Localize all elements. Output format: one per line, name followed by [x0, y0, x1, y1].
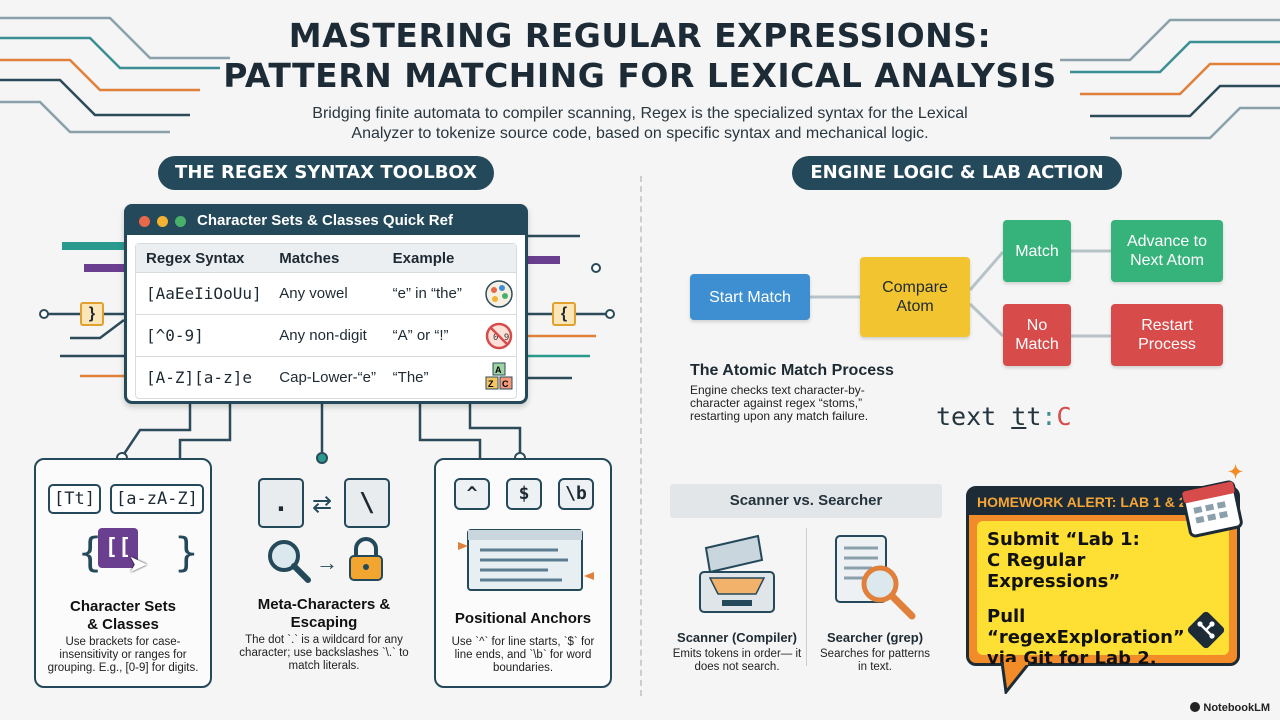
- card-description: Use `^` for line starts, `$` for line en…: [451, 636, 595, 674]
- matches-cell: Any vowel: [279, 285, 348, 302]
- brand-logo-icon: [1190, 702, 1201, 712]
- padlock-icon: [349, 537, 383, 581]
- brace-right-token: {: [552, 302, 576, 326]
- card-title: Positional Anchors: [454, 610, 592, 627]
- flow-nomatch-node: No Match: [1003, 304, 1071, 366]
- example-cell: “A” or “!”: [392, 327, 449, 344]
- matches-cell: Cap-Lower-“e”: [279, 369, 376, 386]
- card-description: Use brackets for case-insensitivity or r…: [47, 636, 199, 674]
- card-character-sets: [Tt] [a-zA-Z] { } [[ ➤ Character Sets & …: [34, 458, 212, 688]
- column-header: Matches: [279, 249, 340, 267]
- quickref-titlebar: Character Sets & Classes Quick Ref: [127, 207, 525, 235]
- searcher-title: Searcher (grep): [826, 630, 924, 645]
- dollar-anchor-bubble: $: [506, 478, 542, 510]
- token-tt: [Tt]: [48, 484, 101, 514]
- page-subtitle: Bridging finite automata to compiler sca…: [312, 105, 968, 142]
- arrow-right-icon: →: [316, 550, 338, 575]
- animation-token: :: [1041, 402, 1057, 431]
- quickref-window: Character Sets & Classes Quick Ref Regex…: [124, 204, 528, 404]
- quickref-title: Character Sets & Classes Quick Ref: [197, 212, 453, 229]
- process-title: The Atomic Match Process: [690, 362, 894, 379]
- window-maximize-dot: [175, 216, 186, 227]
- toolbox-heading: THE REGEX SYNTAX TOOLBOX: [158, 156, 494, 190]
- homework-line1: Submit “Lab 1: C Regular Expressions”: [987, 529, 1140, 592]
- searcher-description: Searches for patterns in text.: [820, 648, 930, 673]
- flow-match-node: Match: [1003, 220, 1071, 282]
- flow-restart-node: Restart Process: [1111, 304, 1223, 366]
- column-header: Example: [392, 249, 455, 267]
- alert-spark-icon: ✦: [1228, 462, 1244, 482]
- backslash-file-icon: \: [344, 478, 390, 528]
- card-positional-anchors: ^ $ \b Positional Anchors Use `^` for li…: [434, 458, 612, 688]
- match-animation: text tt:C: [936, 402, 1072, 431]
- flow-advance-node: Advance to Next Atom: [1111, 220, 1223, 282]
- bracket-cursor-icon: [[: [98, 528, 138, 568]
- flow-start-node: Start Match: [690, 274, 810, 320]
- comparison-heading: Scanner vs. Searcher: [670, 484, 942, 518]
- card-description: The dot `.` is a wildcard for any charac…: [239, 634, 409, 672]
- matches-cell: Any non-digit: [279, 327, 367, 344]
- swap-arrows-icon: ⇄: [312, 491, 333, 518]
- window-close-dot: [139, 216, 150, 227]
- animation-token: t: [1011, 402, 1027, 431]
- brace-left-token: }: [80, 302, 104, 326]
- svg-text:A: A: [495, 365, 502, 375]
- homework-line2: Pull “regexExploration” via Git for Lab …: [987, 606, 1185, 669]
- animation-token: t: [1026, 402, 1042, 431]
- brand-name: NotebookLM: [1203, 702, 1270, 714]
- column-header: Regex Syntax: [146, 249, 245, 267]
- svg-text:Z: Z: [488, 379, 494, 389]
- comparison-divider: [806, 528, 807, 666]
- regex-syntax-cell: [A-Z][a-z]e: [146, 368, 252, 387]
- table-row: [^0-9] Any non-digit “A” or “!” 0 9: [136, 314, 516, 356]
- dot-file-icon: .: [258, 478, 304, 528]
- token-alpha-range: [a-zA-Z]: [110, 484, 204, 514]
- window-minimize-dot: [157, 216, 168, 227]
- engine-heading: ENGINE LOGIC & LAB ACTION: [792, 156, 1122, 190]
- page-title-line2: PATTERN MATCHING FOR LEXICAL ANALYSIS: [223, 56, 1057, 95]
- pointer-cursor-icon: ➤: [128, 551, 149, 578]
- search-document-icon: [835, 535, 916, 620]
- scanner-icon: [699, 534, 775, 613]
- flow-compare-node: Compare Atom: [860, 257, 970, 337]
- brand-label: NotebookLM: [1190, 702, 1270, 714]
- process-description: Engine checks text character-by-characte…: [690, 383, 869, 423]
- example-cell: “e” in “the”: [392, 285, 462, 302]
- svg-text:C: C: [502, 379, 509, 389]
- card-meta-characters: . ⇄ \ → Meta-Characters & Escaping The d…: [232, 462, 416, 688]
- vowel-palette-icon: [485, 279, 513, 308]
- regex-syntax-cell: [^0-9]: [146, 326, 204, 345]
- card-title: Meta-Characters & Escaping: [257, 596, 391, 631]
- homework-tail: [1000, 662, 1032, 694]
- card-title: Character Sets & Classes: [70, 598, 176, 633]
- git-icon: [1187, 611, 1225, 649]
- magnifier-icon: [268, 540, 311, 583]
- example-cell: “The”: [392, 369, 429, 386]
- caret-anchor-bubble: ^: [454, 478, 490, 510]
- animation-text: text: [936, 402, 997, 431]
- quickref-table: Regex Syntax Matches Example [AaEeIiOoUu…: [135, 243, 517, 399]
- animation-token: C: [1056, 402, 1072, 431]
- section-divider: [640, 176, 642, 696]
- table-row: [AaEeIiOoUu] Any vowel “e” in “the”: [136, 272, 516, 314]
- page-title-line1: MASTERING REGULAR EXPRESSIONS:: [288, 16, 992, 55]
- calendar-icon: [1182, 480, 1243, 538]
- regex-syntax-cell: [AaEeIiOoUu]: [146, 284, 262, 303]
- scanner-title: Scanner (Compiler): [677, 630, 797, 645]
- word-boundary-bubble: \b: [558, 478, 594, 510]
- scanner-description: Emits tokens in order— it does not searc…: [672, 648, 802, 673]
- no-digits-icon: 0 9: [485, 322, 513, 349]
- homework-body: Submit “Lab 1: C Regular Expressions” Pu…: [977, 521, 1229, 669]
- table-header-row: Regex Syntax Matches Example: [136, 244, 516, 272]
- text-lines-icon: [458, 529, 594, 591]
